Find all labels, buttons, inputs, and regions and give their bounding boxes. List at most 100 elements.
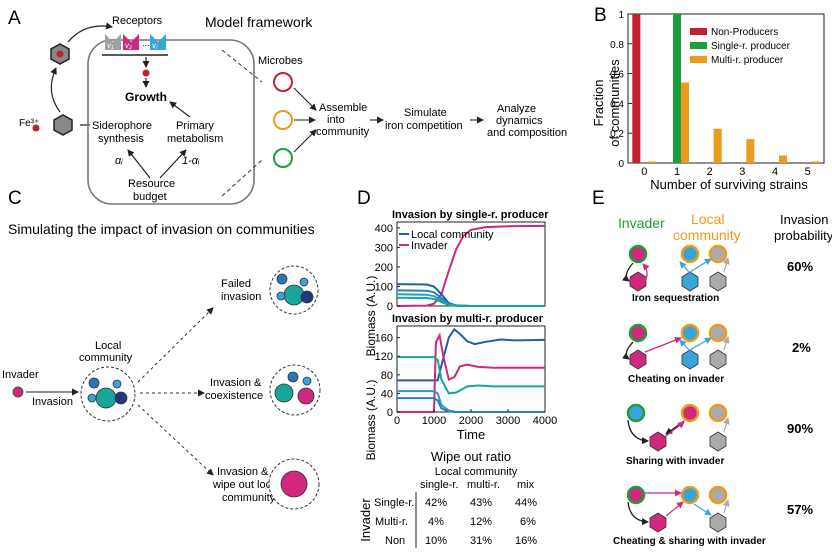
model-framework-title: Model framework xyxy=(205,14,313,30)
svg-text:Multi-r.: Multi-r. xyxy=(375,516,408,528)
chart-d2-title: Invasion by multi-r. producer xyxy=(392,313,544,325)
arrow-to-wipeout xyxy=(137,404,214,476)
panel-e: E Invader Local community Invasion proba… xyxy=(592,188,832,547)
chart-b-bar xyxy=(811,161,820,163)
e2-invader-cell xyxy=(628,323,648,343)
svg-text:v₁: v₁ xyxy=(107,41,114,50)
e1-arrow-local-b xyxy=(722,257,730,273)
e1-arrow-produce xyxy=(622,262,634,282)
one-minus-alpha-label: 1-αᵢ xyxy=(182,155,200,167)
e1-arrow-uptake xyxy=(642,263,650,282)
invader-label: Invader xyxy=(2,369,39,381)
panel-a-label: A xyxy=(8,8,21,29)
chartD2-ytick: 0 xyxy=(387,407,393,419)
panel-a: A Model framework Fe³⁺ Receptors v₁ v₂ .… xyxy=(8,8,567,205)
e1-local-cell-a xyxy=(680,244,700,264)
panel-b-label: B xyxy=(594,5,607,26)
simulate-label-2: iron competition xyxy=(385,120,463,132)
failed-label-1: Failed xyxy=(221,278,251,290)
analyze-label-3: and composition xyxy=(487,127,567,139)
coexist-label-2: coexistence xyxy=(205,390,263,402)
e4-arrow-invader-produce xyxy=(627,501,649,526)
chart-b-xtick: 0 xyxy=(641,166,647,178)
receptor-v1-icon: v₁ xyxy=(105,34,121,50)
chart-b-ytick: 0.8 xyxy=(610,40,624,51)
e3-local-hex-b xyxy=(709,431,727,452)
wipe-table-header: Local community xyxy=(435,466,518,478)
chart-b-ylabel-2: of communities xyxy=(607,59,622,147)
e1-arrow-local-a xyxy=(679,261,698,282)
chart-b-xtick: 4 xyxy=(772,166,778,178)
iron-dot xyxy=(56,50,64,58)
microbe-red-circle xyxy=(273,72,293,92)
chart-b-bar xyxy=(648,161,657,163)
local-community-label-1: Local xyxy=(95,340,121,352)
alpha-label: αᵢ xyxy=(115,155,123,167)
e1-caption: Iron sequestration xyxy=(632,293,719,304)
svg-text:6%: 6% xyxy=(520,516,536,528)
chartD1-ytick: 100 xyxy=(375,281,393,293)
chart-b-bar xyxy=(632,14,641,163)
chart-d1-legend: Local community Invader xyxy=(399,229,494,252)
chartD2-series-line xyxy=(397,397,545,413)
receptor-dots: ... xyxy=(142,38,150,48)
chartD1-ytick: 400 xyxy=(375,223,393,235)
coexist-label-1: Invasion & xyxy=(210,377,262,389)
e2-caption: Cheating on invader xyxy=(628,374,724,385)
arrow-microbe-1 xyxy=(293,87,317,111)
local-community-circle xyxy=(80,366,136,422)
wipe-col-multi: multi-r. xyxy=(467,479,500,491)
chartD1-frame xyxy=(396,221,546,307)
chart-b-ytick: 0.4 xyxy=(610,99,624,110)
svg-text:Single-r.: Single-r. xyxy=(374,497,414,509)
receptor-v2-icon: v₂ xyxy=(123,34,139,50)
chart-d-xlabel: Time xyxy=(457,427,485,442)
internal-iron-dot xyxy=(142,69,150,77)
chartD2-series-line xyxy=(397,332,545,413)
e2-local-cell-a xyxy=(680,323,700,343)
chartD1-ytick: 300 xyxy=(375,242,393,254)
e2-local-cell-b xyxy=(708,323,728,343)
e4-local-cell-b xyxy=(708,485,728,505)
e4-probability: 57% xyxy=(787,502,813,517)
analyze-label-2: dynamics xyxy=(496,115,543,127)
svg-text:44%: 44% xyxy=(515,497,537,509)
receptors-label: Receptors xyxy=(112,15,163,27)
projection-line-top xyxy=(221,49,263,83)
chartD2-ytick: 160 xyxy=(375,333,393,345)
wipe-row-single: Single-r. 42% 43% 44% xyxy=(374,497,537,509)
e3-arrow-local-produce xyxy=(665,420,685,435)
legend-label-single-r: Single-r. producer xyxy=(711,41,791,52)
primary-label-2: metabolism xyxy=(167,133,223,145)
legend-swatch-multi-r xyxy=(690,56,707,63)
chart-b-ytick: 0.6 xyxy=(610,70,624,81)
wipeout-circle xyxy=(268,458,320,510)
e4-caption: Cheating & sharing with invader xyxy=(613,536,766,547)
e-row-cheating-sharing: Cheating & sharing with invader 57% xyxy=(613,485,813,547)
e2-arrow-local-a xyxy=(679,339,698,360)
wipe-col-single: single-r. xyxy=(420,479,459,491)
e1-siderophore-hex xyxy=(629,271,647,292)
svg-text:42%: 42% xyxy=(425,497,447,509)
fe3-label: Fe³⁺ xyxy=(19,118,39,129)
panel-e-label: E xyxy=(592,188,605,209)
e2-siderophore-hex xyxy=(629,349,647,370)
e4-arrow-local-cross xyxy=(693,503,712,516)
coexistence-circle xyxy=(269,364,321,416)
chart-b-ytick: 0 xyxy=(618,159,624,170)
chartD2-ytick: 120 xyxy=(375,351,393,363)
microbe-orange-circle xyxy=(273,110,293,130)
e1-local-cell-b xyxy=(708,244,728,264)
svg-text:16%: 16% xyxy=(515,535,537,547)
receptor-vj-icon: vⱼ xyxy=(150,34,166,50)
resource-label-1: Resource xyxy=(128,178,175,190)
chartD1-ytick: 0 xyxy=(387,301,393,313)
siderophore-label-1: Siderophore xyxy=(92,120,152,132)
svg-text:12%: 12% xyxy=(470,516,492,528)
e3-shared-hex xyxy=(649,431,667,452)
e-row-cheating: Cheating on invader 2% xyxy=(622,323,811,385)
panel-c-label: C xyxy=(8,188,22,209)
chart-b-bar xyxy=(779,155,787,163)
